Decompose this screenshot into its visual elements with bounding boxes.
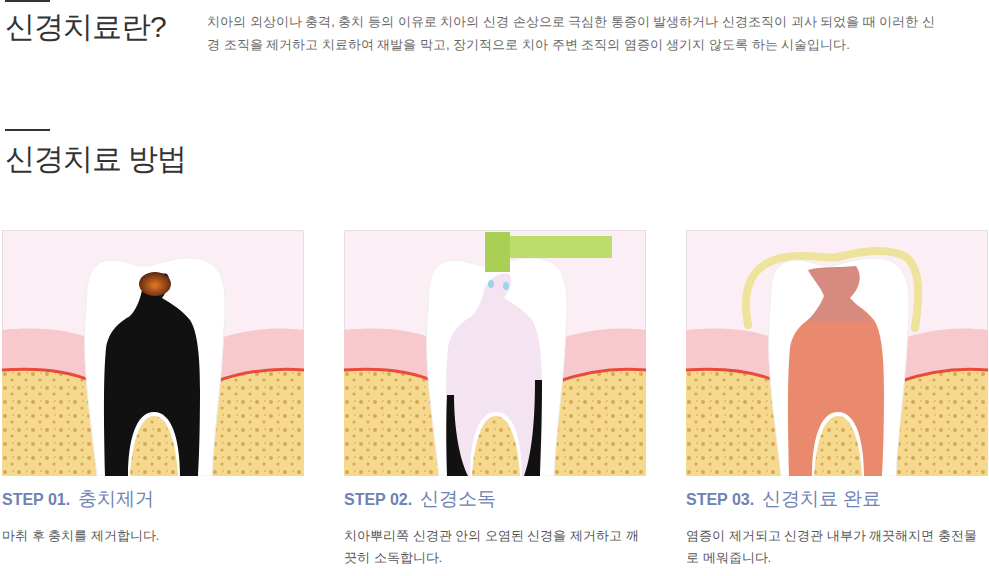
step-description: 염증이 제거되고 신경관 내부가 깨끗해지면 충전물로 메워줍니다.	[686, 525, 986, 569]
step-number: STEP 01.	[2, 491, 70, 508]
step-heading: STEP 02. 신경소독	[344, 486, 646, 512]
page-title: 신경치료란?	[5, 8, 166, 46]
step-number: STEP 02.	[344, 491, 412, 508]
step-title: 충치제거	[78, 488, 154, 509]
tooth-illustration	[686, 230, 988, 476]
intro-paragraph: 치아의 외상이나 충격, 충치 등의 이유로 치아의 신경 손상으로 극심한 통…	[207, 10, 942, 56]
step-description: 치아뿌리쪽 신경관 안의 오염된 신경을 제거하고 깨끗히 소독합니다.	[344, 525, 644, 569]
step-title: 신경치료 완료	[762, 488, 881, 509]
panel-space	[344, 230, 646, 486]
step-panel: STEP 03. 신경치료 완료염증이 제거되고 신경관 내부가 깨끗해지면 충전…	[686, 230, 988, 569]
step-heading: STEP 01. 충치제거	[2, 486, 304, 512]
step-title: 신경소독	[420, 488, 496, 509]
section-heading: 신경치료 방법	[5, 140, 186, 178]
tooth-illustration	[2, 230, 304, 476]
step-panel: STEP 01. 충치제거마취 후 충치를 제거합니다.	[2, 230, 304, 547]
tooth-illustration	[344, 230, 646, 476]
panel-space	[686, 230, 988, 486]
heading-rule	[0, 0, 60, 4]
step-description: 마취 후 충치를 제거합니다.	[2, 525, 302, 547]
step-panel: STEP 02. 신경소독치아뿌리쪽 신경관 안의 오염된 신경을 제거하고 깨끗…	[344, 230, 646, 569]
step-number: STEP 03.	[686, 491, 754, 508]
heading-rule	[0, 129, 60, 133]
step-heading: STEP 03. 신경치료 완료	[686, 486, 988, 512]
panel-space	[2, 230, 304, 486]
